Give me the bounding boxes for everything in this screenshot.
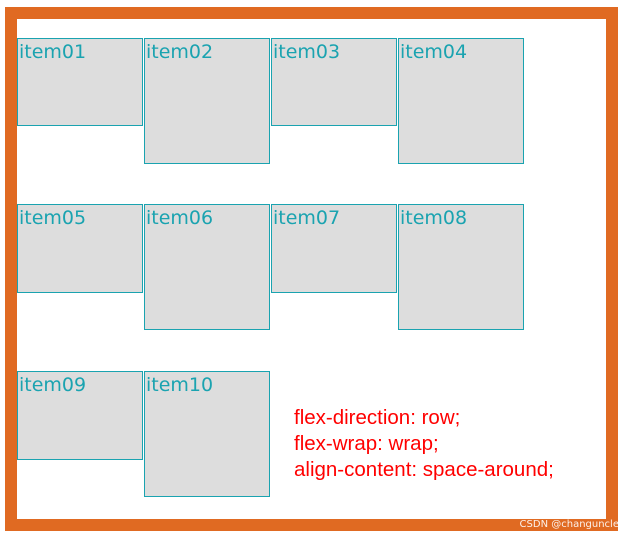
note-line-align-content: align-content: space-around; <box>294 458 554 481</box>
note-line-flex-direction: flex-direction: row; <box>294 406 461 429</box>
flex-item: item04 <box>398 38 524 164</box>
flex-item: item05 <box>17 204 143 293</box>
flex-item: item10 <box>144 371 270 497</box>
flex-item: item08 <box>398 204 524 330</box>
flex-container: item01 item02 item03 item04 item05 item0… <box>5 7 618 531</box>
watermark: CSDN @changuncle <box>519 519 619 530</box>
flex-item: item02 <box>144 38 270 164</box>
flex-item: item07 <box>271 204 397 293</box>
flex-item: item01 <box>17 38 143 126</box>
flex-item: item09 <box>17 371 143 460</box>
note-line-flex-wrap: flex-wrap: wrap; <box>294 432 439 455</box>
flex-item: item03 <box>271 38 397 126</box>
css-note: flex-direction: row; flex-wrap: wrap; al… <box>294 405 554 483</box>
flex-item: item06 <box>144 204 270 330</box>
